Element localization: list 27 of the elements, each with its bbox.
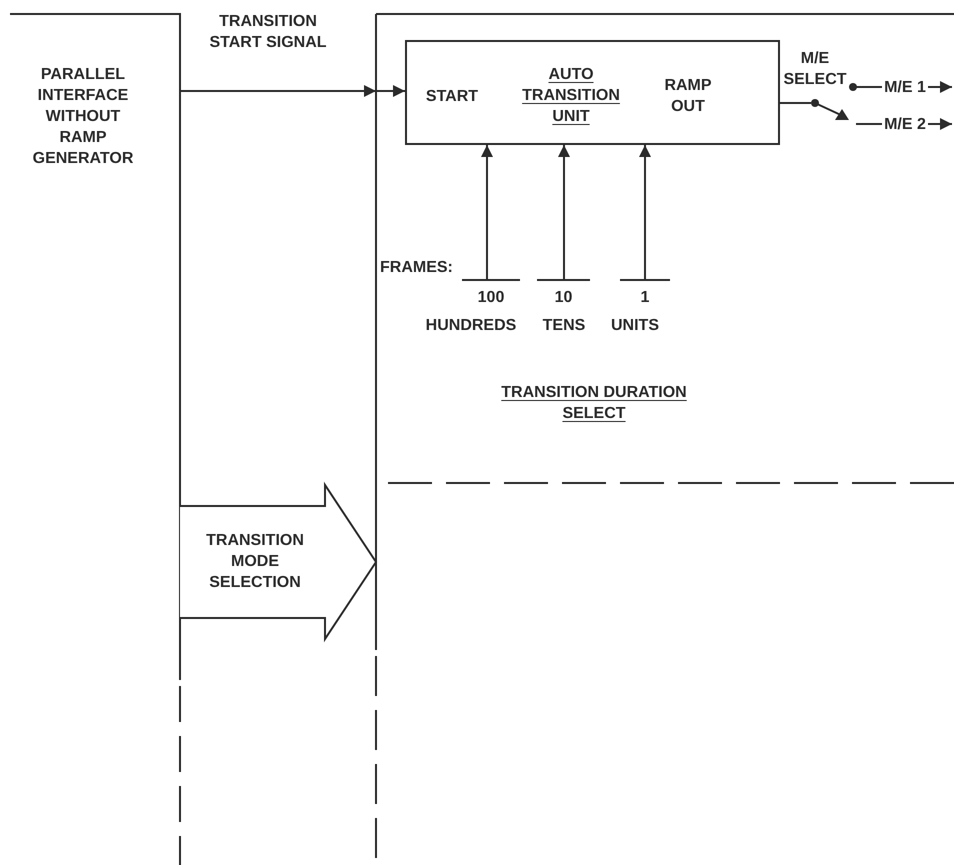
connector-line xyxy=(780,102,811,104)
node-text: PARALLEL INTERFACE WITHOUT RAMP GENERATOR xyxy=(32,65,134,169)
unit-box xyxy=(405,40,780,145)
section-heading: TRANSITION DURATION SELECT xyxy=(500,383,688,424)
node-text: M/E 2 xyxy=(883,115,927,135)
selector-text: 100 xyxy=(476,288,506,308)
arrow xyxy=(928,118,952,130)
selector-text: HUNDREDS xyxy=(424,316,518,336)
arrow xyxy=(481,145,493,279)
selector-text: TENS xyxy=(542,316,586,336)
block-arrow xyxy=(180,484,376,640)
connector-line xyxy=(856,86,882,88)
field-label: FRAMES: xyxy=(380,258,454,278)
arrow xyxy=(639,145,651,279)
arrow xyxy=(558,145,570,279)
selector-text: UNITS xyxy=(610,316,660,336)
unit-text: RAMP OUT xyxy=(663,76,713,117)
node-text: TRANSITION MODE SELECTION xyxy=(205,531,305,593)
node-text: M/E 1 xyxy=(883,78,927,98)
unit-text: START xyxy=(424,87,480,107)
unit-text: AUTO TRANSITION UNIT xyxy=(521,65,621,127)
switch-label: M/E SELECT xyxy=(782,49,848,90)
arrow xyxy=(928,81,952,93)
arrow xyxy=(180,85,405,97)
connector-line xyxy=(856,123,882,125)
selector-text: 1 xyxy=(640,288,650,308)
selector-text: 10 xyxy=(554,288,574,308)
